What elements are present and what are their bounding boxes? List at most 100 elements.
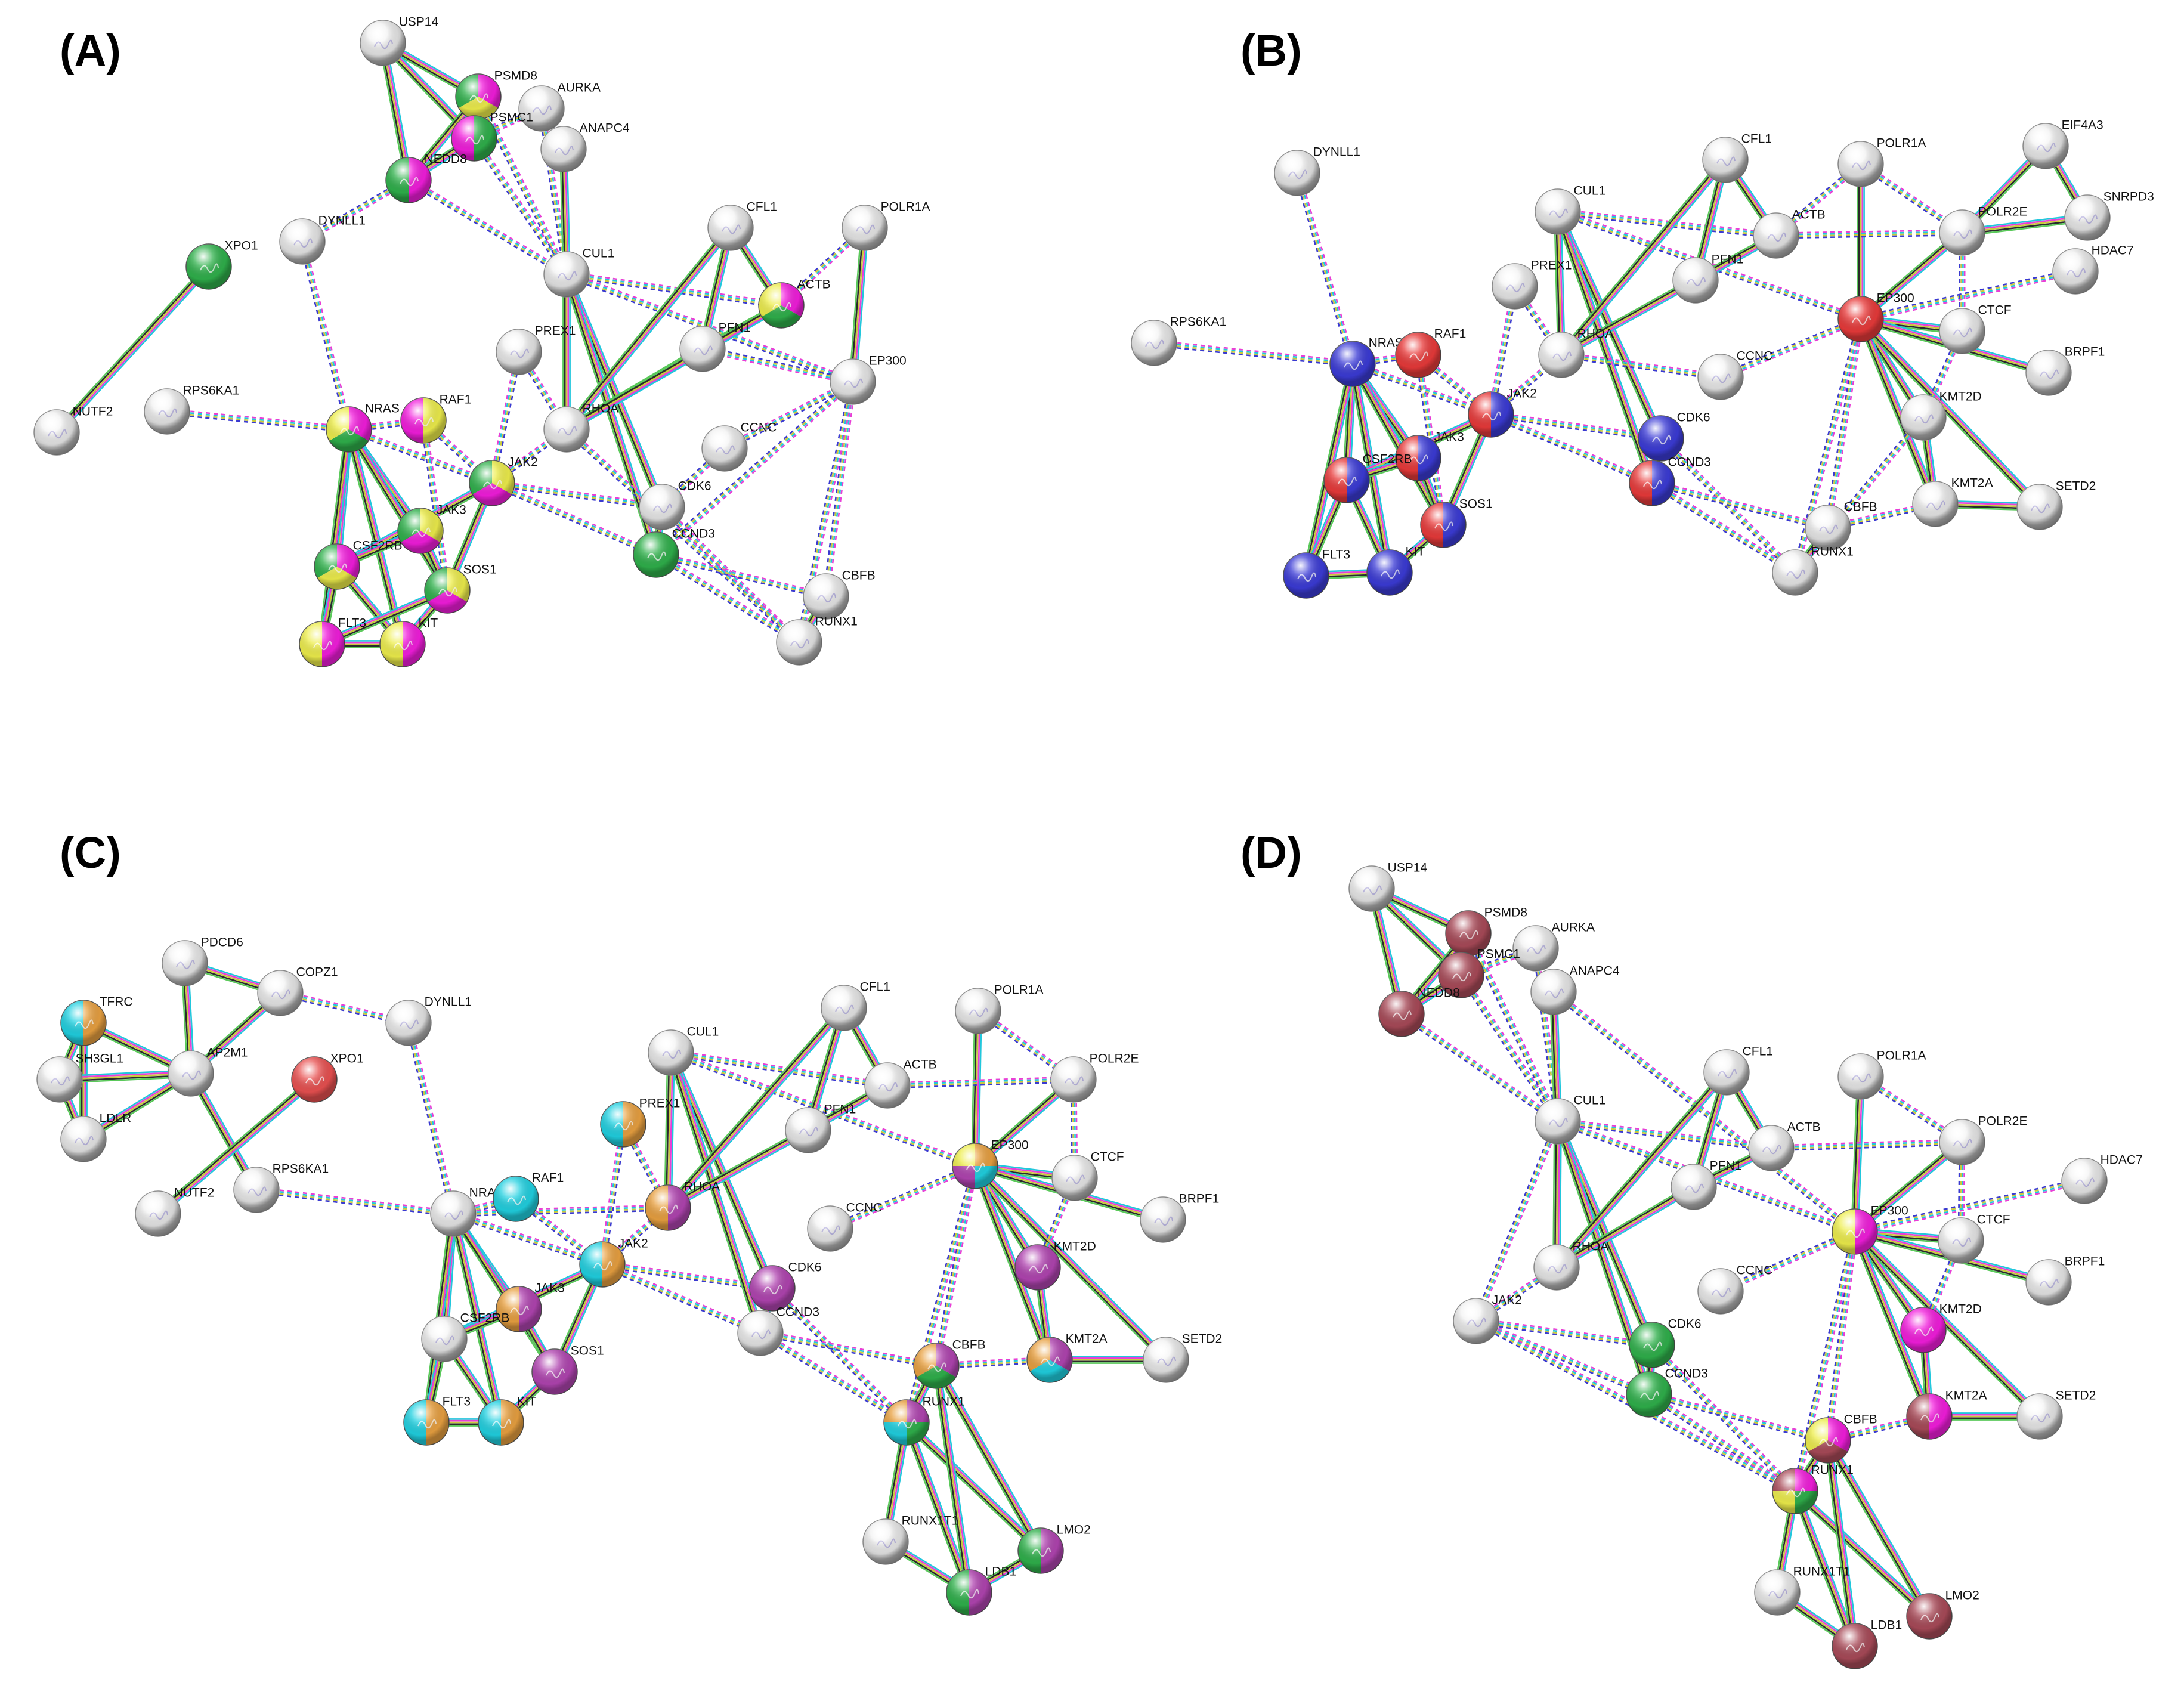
protein-node-ep300[interactable]: EP300 — [1837, 292, 1914, 342]
protein-node-nras[interactable]: NRAS — [430, 1186, 504, 1237]
protein-node-raf1[interactable]: RAF1 — [400, 393, 471, 444]
protein-node-cfl1[interactable]: CFL1 — [1703, 1045, 1773, 1096]
protein-node-psmc1[interactable]: PSMC1 — [1438, 948, 1520, 998]
protein-node-cdk6[interactable]: CDK6 — [1638, 411, 1710, 462]
protein-node-sh3gl1[interactable]: SH3GL1 — [36, 1052, 123, 1103]
protein-node-runx1t1[interactable]: RUNX1T1 — [862, 1514, 958, 1565]
protein-node-cbfb[interactable]: CBFB — [1805, 500, 1877, 551]
protein-node-csf2rb[interactable]: CSF2RB — [421, 1312, 509, 1362]
protein-node-copz1[interactable]: COPZ1 — [257, 966, 338, 1016]
protein-node-csf2rb[interactable]: CSF2RB — [1323, 453, 1412, 503]
protein-node-rhoa[interactable]: RHOA — [543, 402, 618, 453]
protein-node-sos1[interactable]: SOS1 — [531, 1344, 604, 1395]
protein-node-prex1[interactable]: PREX1 — [600, 1097, 680, 1148]
protein-node-kit[interactable]: KIT — [1366, 545, 1425, 596]
protein-node-eif4a3[interactable]: EIF4A3 — [2022, 119, 2103, 169]
protein-node-snrpd3[interactable]: SNRPD3 — [2064, 190, 2154, 241]
protein-node-ccnd3[interactable]: CCND3 — [1629, 456, 1711, 506]
protein-node-hdac7[interactable]: HDAC7 — [2052, 244, 2134, 295]
protein-node-nutf2[interactable]: NUTF2 — [33, 405, 113, 456]
protein-node-rhoa[interactable]: RHOA — [1538, 327, 1613, 378]
protein-node-pfn1[interactable]: PFN1 — [679, 321, 750, 372]
protein-node-cfl1[interactable]: CFL1 — [707, 200, 777, 251]
protein-node-rps6ka1[interactable]: RPS6KA1 — [1131, 316, 1226, 366]
protein-node-lmo2[interactable]: LMO2 — [1906, 1589, 1979, 1640]
protein-node-aurka[interactable]: AURKA — [518, 81, 601, 132]
protein-node-runx1[interactable]: RUNX1 — [883, 1395, 965, 1446]
protein-node-ldb1[interactable]: LDB1 — [946, 1565, 1016, 1616]
protein-node-cbfb[interactable]: CBFB — [1805, 1413, 1877, 1464]
protein-node-runx1t1[interactable]: RUNX1T1 — [1754, 1565, 1850, 1616]
protein-node-brpf1[interactable]: BRPF1 — [1140, 1192, 1219, 1243]
protein-node-cbfb[interactable]: CBFB — [803, 569, 876, 620]
protein-node-runx1[interactable]: RUNX1 — [1772, 545, 1854, 596]
protein-node-kit[interactable]: KIT — [379, 617, 438, 667]
protein-node-nedd8[interactable]: NEDD8 — [1378, 986, 1460, 1037]
protein-node-setd2[interactable]: SETD2 — [2016, 1389, 2096, 1440]
protein-node-sos1[interactable]: SOS1 — [424, 563, 497, 614]
protein-node-flt3[interactable]: FLT3 — [403, 1395, 471, 1446]
protein-node-sos1[interactable]: SOS1 — [1420, 497, 1493, 548]
protein-node-prex1[interactable]: PREX1 — [1492, 259, 1572, 310]
protein-node-jak2[interactable]: JAK2 — [1468, 387, 1537, 438]
protein-node-cul1[interactable]: CUL1 — [1535, 184, 1605, 235]
protein-node-tfrc[interactable]: TFRC — [60, 995, 133, 1046]
protein-node-ldb1[interactable]: LDB1 — [1832, 1619, 1902, 1669]
protein-node-kmt2d[interactable]: KMT2D — [1900, 1303, 1982, 1353]
protein-node-polr1a[interactable]: POLR1A — [1837, 1049, 1926, 1100]
protein-node-csf2rb[interactable]: CSF2RB — [314, 539, 402, 590]
protein-node-cul1[interactable]: CUL1 — [1535, 1094, 1605, 1145]
protein-node-raf1[interactable]: RAF1 — [493, 1171, 564, 1222]
protein-node-rhoa[interactable]: RHOA — [645, 1180, 720, 1231]
protein-node-anapc4[interactable]: ANAPC4 — [1530, 964, 1620, 1015]
protein-node-kit[interactable]: KIT — [478, 1395, 536, 1446]
protein-node-jak3[interactable]: JAK3 — [496, 1282, 565, 1332]
protein-node-ep300[interactable]: EP300 — [952, 1139, 1029, 1189]
protein-node-ep300[interactable]: EP300 — [1832, 1204, 1908, 1255]
protein-node-usp14[interactable]: USP14 — [360, 16, 438, 66]
protein-node-cul1[interactable]: CUL1 — [543, 247, 614, 298]
protein-node-setd2[interactable]: SETD2 — [1143, 1332, 1222, 1383]
protein-node-nras[interactable]: NRAS — [326, 402, 400, 453]
protein-node-polr1a[interactable]: POLR1A — [842, 200, 930, 251]
protein-node-pfn1[interactable]: PFN1 — [1672, 253, 1743, 304]
protein-node-cdk6[interactable]: CDK6 — [1629, 1317, 1702, 1368]
protein-node-xpo1[interactable]: XPO1 — [185, 239, 258, 290]
protein-node-usp14[interactable]: USP14 — [1348, 861, 1427, 912]
protein-node-ccnc[interactable]: CCNC — [1697, 350, 1772, 400]
protein-node-ccnd3[interactable]: CCND3 — [1626, 1367, 1708, 1418]
protein-node-nutf2[interactable]: NUTF2 — [135, 1186, 214, 1237]
protein-node-cdk6[interactable]: CDK6 — [639, 480, 711, 530]
protein-node-cdk6[interactable]: CDK6 — [749, 1261, 822, 1312]
protein-node-psmc1[interactable]: PSMC1 — [451, 111, 533, 162]
protein-node-xpo1[interactable]: XPO1 — [291, 1052, 364, 1103]
protein-node-ccnd3[interactable]: CCND3 — [633, 527, 715, 578]
protein-node-polr2e[interactable]: POLR2E — [1939, 1115, 2027, 1165]
protein-node-lmo2[interactable]: LMO2 — [1017, 1523, 1091, 1574]
protein-node-brpf1[interactable]: BRPF1 — [2025, 345, 2105, 396]
protein-node-hdac7[interactable]: HDAC7 — [2061, 1153, 2143, 1204]
protein-node-ldlr[interactable]: LDLR — [60, 1112, 131, 1162]
protein-node-ep300[interactable]: EP300 — [830, 354, 907, 405]
protein-node-psmd8[interactable]: PSMD8 — [1445, 906, 1527, 957]
protein-node-kmt2a[interactable]: KMT2A — [1026, 1332, 1108, 1383]
protein-node-setd2[interactable]: SETD2 — [2016, 480, 2096, 530]
protein-node-rps6ka1[interactable]: RPS6KA1 — [144, 384, 239, 435]
protein-node-cfl1[interactable]: CFL1 — [821, 981, 890, 1031]
protein-node-flt3[interactable]: FLT3 — [1283, 548, 1350, 599]
protein-node-pfn1[interactable]: PFN1 — [785, 1103, 856, 1153]
protein-node-prex1[interactable]: PREX1 — [496, 324, 576, 375]
protein-node-jak3[interactable]: JAK3 — [397, 503, 466, 554]
protein-node-jak2[interactable]: JAK2 — [1453, 1294, 1522, 1344]
protein-node-actb[interactable]: ACTB — [1753, 208, 1826, 259]
protein-node-jak2[interactable]: JAK2 — [579, 1237, 648, 1288]
protein-node-nedd8[interactable]: NEDD8 — [385, 153, 467, 203]
protein-node-kmt2a[interactable]: KMT2A — [1912, 477, 1993, 527]
protein-node-ap2m1[interactable]: AP2M1 — [168, 1046, 248, 1097]
protein-node-ctcf[interactable]: CTCF — [1051, 1150, 1124, 1201]
protein-node-dynll1[interactable]: DYNLL1 — [1274, 146, 1360, 196]
protein-node-polr1a[interactable]: POLR1A — [1837, 137, 1926, 187]
protein-node-runx1[interactable]: RUNX1 — [776, 615, 858, 666]
protein-node-ccnd3[interactable]: CCND3 — [737, 1306, 819, 1356]
protein-node-aurka[interactable]: AURKA — [1512, 921, 1595, 972]
